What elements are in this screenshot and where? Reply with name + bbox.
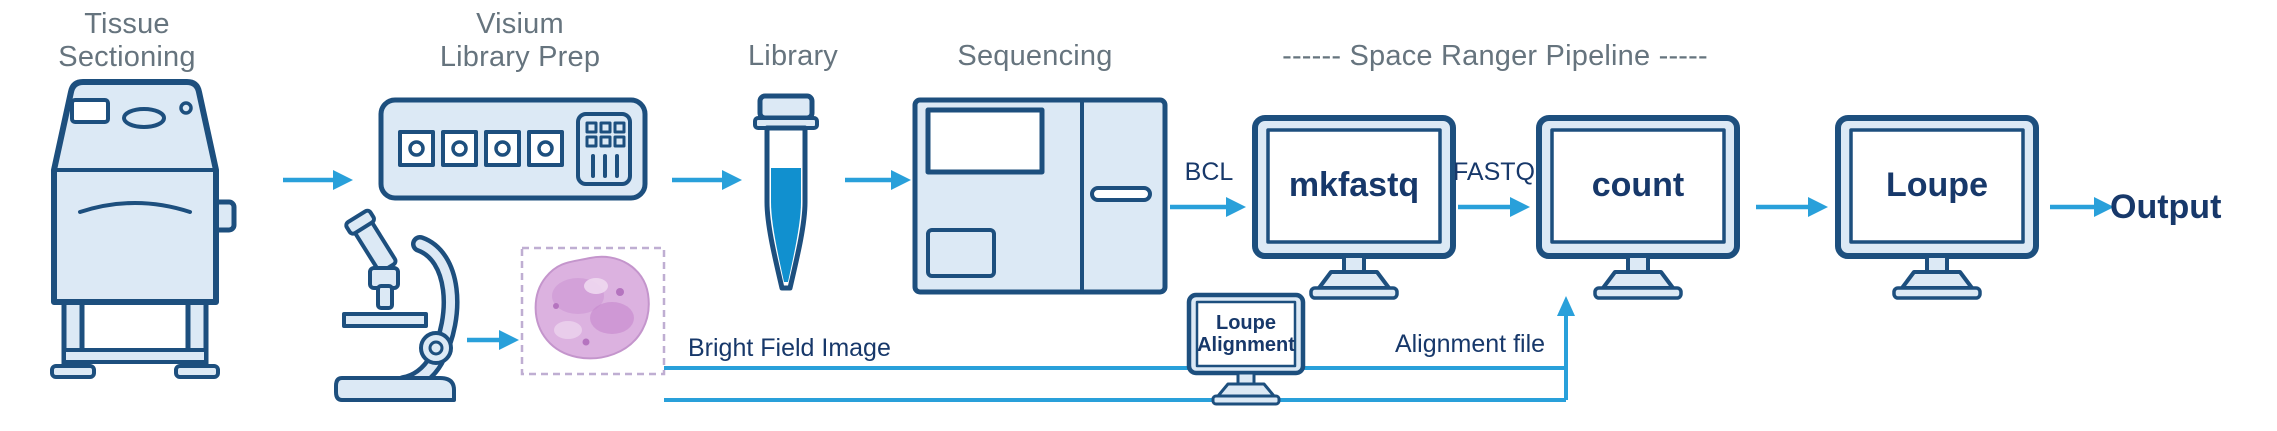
bright-field-image-label: Bright Field Image [688,334,891,362]
stage-label-tissue-sectioning: Tissue Sectioning [58,8,196,74]
brightfield-alignment-path [664,296,1575,402]
arrow-library-to-sequencing [845,170,911,190]
arrow-tissue-to-libraryprep [283,170,353,190]
arrow-sequencing-to-mkfastq [1170,197,1246,217]
stage-label-visium-library-prep: Visium Library Prep [439,8,601,74]
stage-label-sequencing: Sequencing [957,40,1113,72]
bcl-label: BCL [1184,158,1234,186]
loupe-alignment-screen-label: Loupe Alignment [1197,312,1295,356]
stage-label-library: Library [747,40,839,72]
visium-slide-icon [378,97,648,201]
fastq-label: FASTQ [1453,158,1535,186]
mkfastq-screen-label: mkfastq [1288,166,1420,205]
arrow-microscope-to-image [467,330,519,350]
library-tube-icon [753,93,819,291]
arrow-loupe-to-output [2050,197,2114,217]
arrow-alignment-to-count [1557,296,1575,316]
sequencer-icon [912,97,1168,295]
pipeline-header: ------ Space Ranger Pipeline ----- [1282,40,1708,72]
monitor-loupe-alignment [1186,292,1306,406]
microscope-icon [334,208,460,402]
arrow-libraryprep-to-library [672,170,742,190]
monitor-loupe [1835,115,2039,300]
output-label: Output [2110,188,2222,226]
loupe-screen-label: Loupe [1886,166,1988,205]
monitor-mkfastq [1252,115,1456,300]
brightfield-tissue-image [520,246,666,376]
arrow-mkfastq-to-count [1458,197,1530,217]
arrow-count-to-loupe [1756,197,1828,217]
alignment-file-label: Alignment file [1394,330,1546,358]
count-screen-label: count [1591,166,1685,205]
monitor-count [1536,115,1740,300]
cryostat-icon [50,79,237,379]
